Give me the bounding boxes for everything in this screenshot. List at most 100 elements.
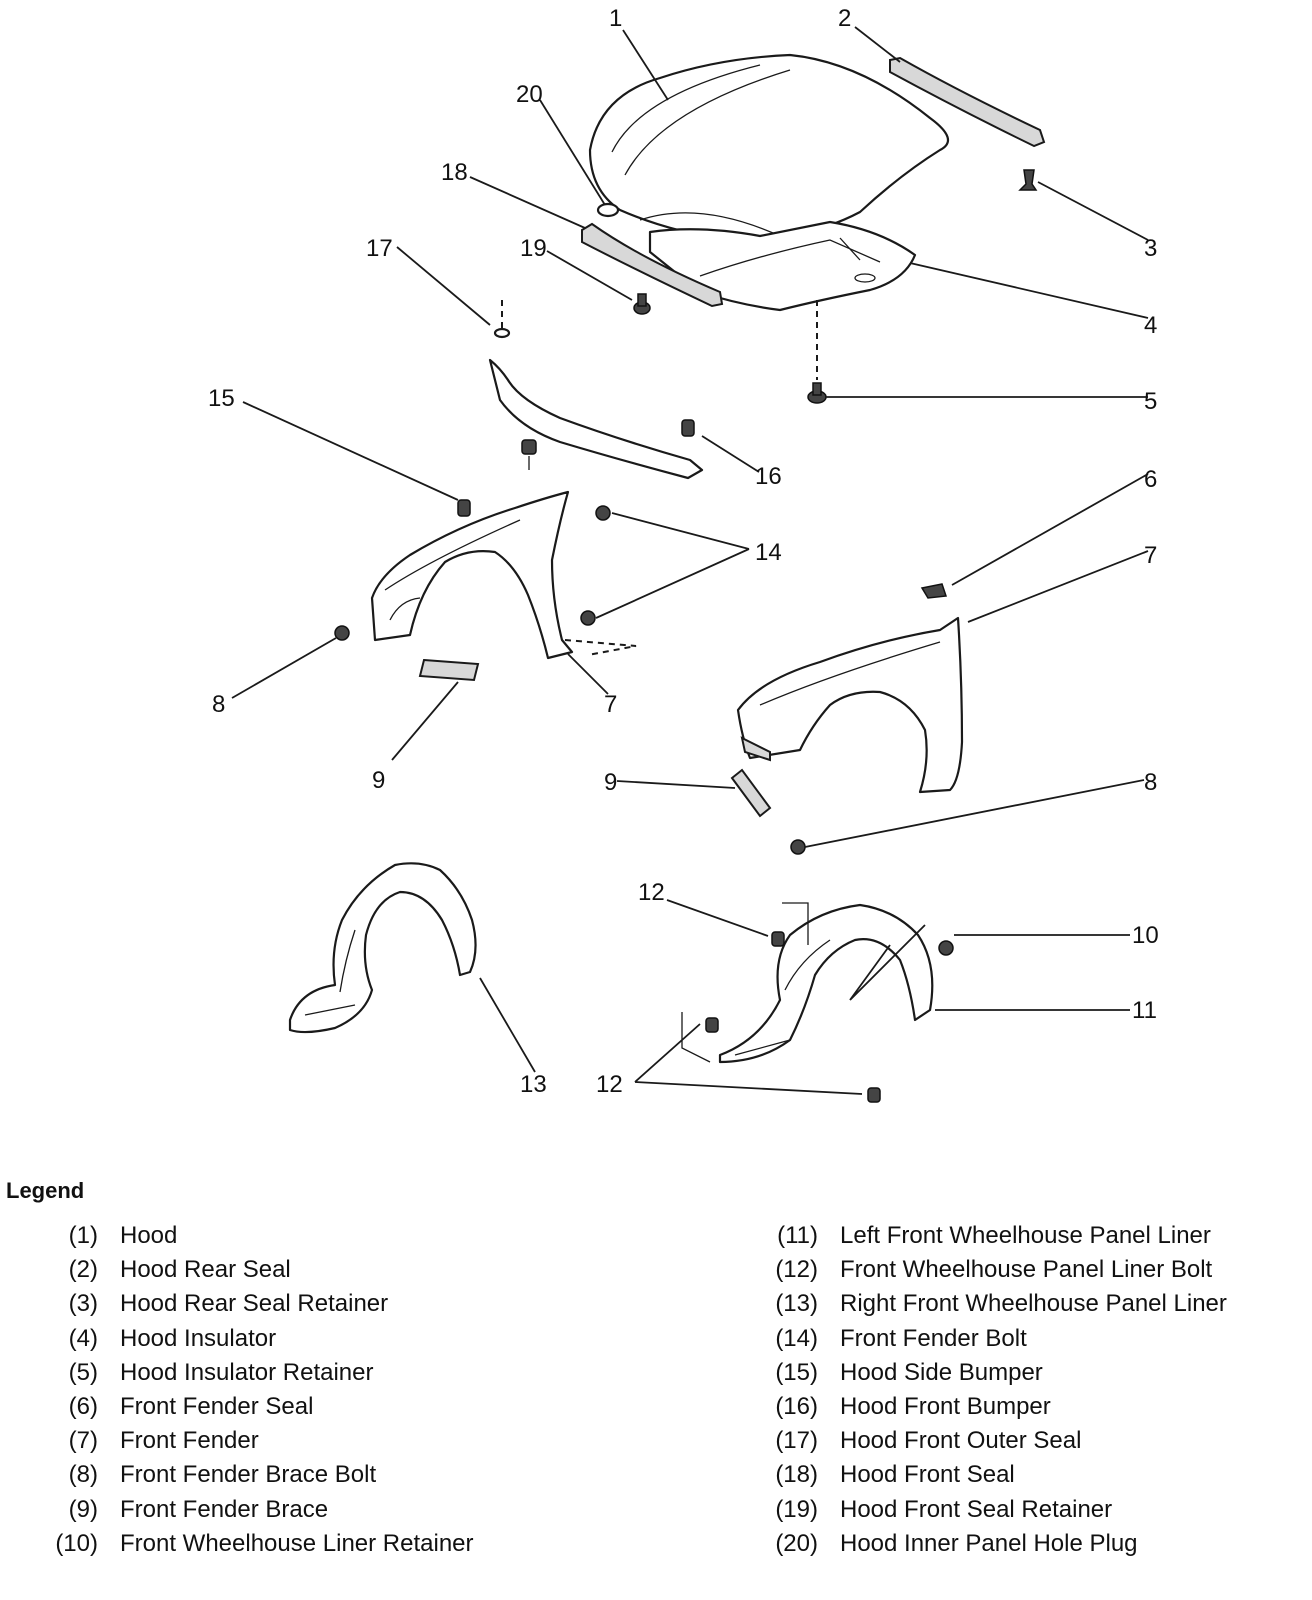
legend-item: (8)Front Fender Brace Bolt (32, 1461, 474, 1495)
callout-12: 12 (638, 879, 665, 906)
front-fender-right-part (370, 490, 574, 660)
legend-item: (4) Hood Insulator (32, 1325, 474, 1359)
front-fender-left-part (736, 616, 964, 794)
legend-label: Front Wheelhouse Liner Retainer (120, 1529, 474, 1557)
callout-4: 4 (1144, 312, 1157, 339)
fender-bolt-top (521, 439, 537, 470)
legend-label: Hood Front Seal (840, 1461, 1015, 1489)
hood-front-bumper-part (681, 419, 695, 437)
legend-number: (10) (55, 1529, 98, 1557)
callout-2: 2 (838, 5, 851, 32)
liner-bolt-1 (771, 931, 785, 947)
hood-rear-seal-part (889, 56, 1046, 148)
legend-label: Left Front Wheelhouse Panel Liner (840, 1222, 1211, 1249)
legend-number: (16) (775, 1392, 818, 1420)
legend-item: (16) Hood Front Bumper (752, 1393, 1227, 1427)
legend-label: Hood Front Bumper (840, 1392, 1051, 1420)
legend-item: (11)Left Front Wheelhouse Panel Liner (752, 1222, 1227, 1256)
legend-label: Front Fender Bolt (840, 1324, 1027, 1352)
exploded-parts-diagram: 1 2 3 4 5 6 7 8 9 10 11 12 13 14 15 16 1… (208, 5, 1159, 1103)
legend-label: Hood Insulator (120, 1324, 277, 1352)
legend-number: (4) (68, 1324, 98, 1352)
callout-3: 3 (1144, 235, 1157, 262)
legend-item: (18) Hood Front Seal (752, 1461, 1227, 1495)
leader-lines (231, 26, 1149, 1095)
callout-9-left: 9 (372, 767, 385, 794)
fender-bolt-1 (595, 505, 611, 521)
hood-rear-seal-retainer (1018, 169, 1038, 191)
fender-brace-left (418, 658, 480, 682)
legend-item: (15) Hood Side Bumper (752, 1359, 1227, 1393)
legend-number: (3) (68, 1290, 98, 1318)
hood-front-seal-part (581, 222, 724, 308)
callout-20: 20 (516, 81, 543, 108)
legend-number: (17) (775, 1427, 818, 1455)
legend-list-left: (1) Hood (2)Hood Rear Seal (3) Hood Rear S… (32, 1222, 474, 1564)
callout-13: 13 (520, 1071, 547, 1098)
legend-item: (17) Hood Front Outer Seal (752, 1427, 1227, 1461)
liner-retainer (938, 940, 954, 956)
legend-label: Hood Front Outer Seal (840, 1427, 1082, 1455)
hood-inner-panel-hole-plug (596, 202, 620, 218)
legend-number: (19) (775, 1495, 818, 1523)
hood-part (588, 53, 950, 242)
legend-label: Front Fender (120, 1427, 259, 1455)
legend-number: (5) (68, 1358, 98, 1386)
callout-16: 16 (755, 463, 782, 490)
legend-item: (10) Front Wheelhouse Liner Retainer (32, 1529, 474, 1564)
legend-label: Hood Side Bumper (840, 1358, 1043, 1386)
callout-8: 8 (1144, 769, 1157, 796)
callout-6: 6 (1144, 466, 1157, 493)
callout-11: 11 (1132, 997, 1157, 1024)
callout-12-bottom: 12 (596, 1071, 623, 1098)
callout-9: 9 (604, 769, 617, 796)
legend-item: (14) Front Fender Bolt (752, 1325, 1227, 1359)
legend-item: (1) Hood (32, 1222, 474, 1256)
hood-side-bumper-part (457, 499, 471, 517)
legend-item: (9) Front Fender Brace (32, 1496, 474, 1530)
legend-list-right: (11)Left Front Wheelhouse Panel Liner (1… (752, 1222, 1227, 1564)
callout-18: 18 (441, 159, 468, 186)
legend-number: (14) (775, 1324, 818, 1352)
callout-10: 10 (1132, 922, 1159, 949)
legend-label: Front Fender Brace Bolt (120, 1461, 377, 1489)
hood-front-outer-seal-part (488, 300, 704, 480)
hood-front-seal-retainer (633, 293, 651, 315)
legend-label: Right Front Wheelhouse Panel Liner (840, 1290, 1227, 1318)
legend-title: Legend (6, 1178, 85, 1203)
callout-19: 19 (520, 235, 547, 262)
legend-number: (9) (68, 1495, 98, 1523)
legend-number: (12) (775, 1256, 818, 1284)
callout-14: 14 (755, 539, 782, 566)
legend-label: Hood Rear Seal (120, 1256, 291, 1284)
legend-label: Hood Rear Seal Retainer (120, 1290, 389, 1318)
hood-insulator-retainer (807, 382, 827, 404)
legend-number: (6) (68, 1392, 98, 1420)
legend-number: (1) (68, 1222, 98, 1249)
legend-label: Hood Insulator Retainer (120, 1358, 374, 1386)
callout-15: 15 (208, 385, 235, 412)
legend-item: (20)Hood Inner Panel Hole Plug (752, 1530, 1227, 1564)
legend-label: Hood Front Seal Retainer (840, 1495, 1113, 1523)
legend-item: (12)Front Wheelhouse Panel Liner Bolt (752, 1256, 1227, 1290)
liner-bolt-3 (867, 1087, 881, 1103)
callout-5: 5 (1144, 388, 1157, 415)
right-wheelhouse-liner-part (288, 862, 477, 1034)
legend-number: (18) (775, 1461, 818, 1489)
callout-8-left: 8 (212, 691, 225, 718)
legend-item: (2)Hood Rear Seal (32, 1256, 474, 1290)
legend-label: Hood (120, 1222, 178, 1249)
legend-number: (7) (68, 1427, 98, 1455)
fender-bolt-2 (580, 610, 596, 626)
legend-number: (13) (775, 1290, 818, 1318)
fender-brace-bolt-right (790, 839, 806, 855)
legend-label: Front Fender Seal (120, 1392, 314, 1420)
legend-label: Front Fender Brace (120, 1495, 329, 1523)
callout-7-left: 7 (604, 691, 617, 718)
callout-17: 17 (366, 235, 393, 262)
legend-item: (13) Right Front Wheelhouse Panel Liner (752, 1290, 1227, 1324)
left-wheelhouse-liner-part (718, 903, 934, 1064)
callout-1: 1 (609, 5, 622, 32)
legend-number: (15) (775, 1358, 818, 1386)
legend-item: (7) Front Fender (32, 1427, 474, 1461)
